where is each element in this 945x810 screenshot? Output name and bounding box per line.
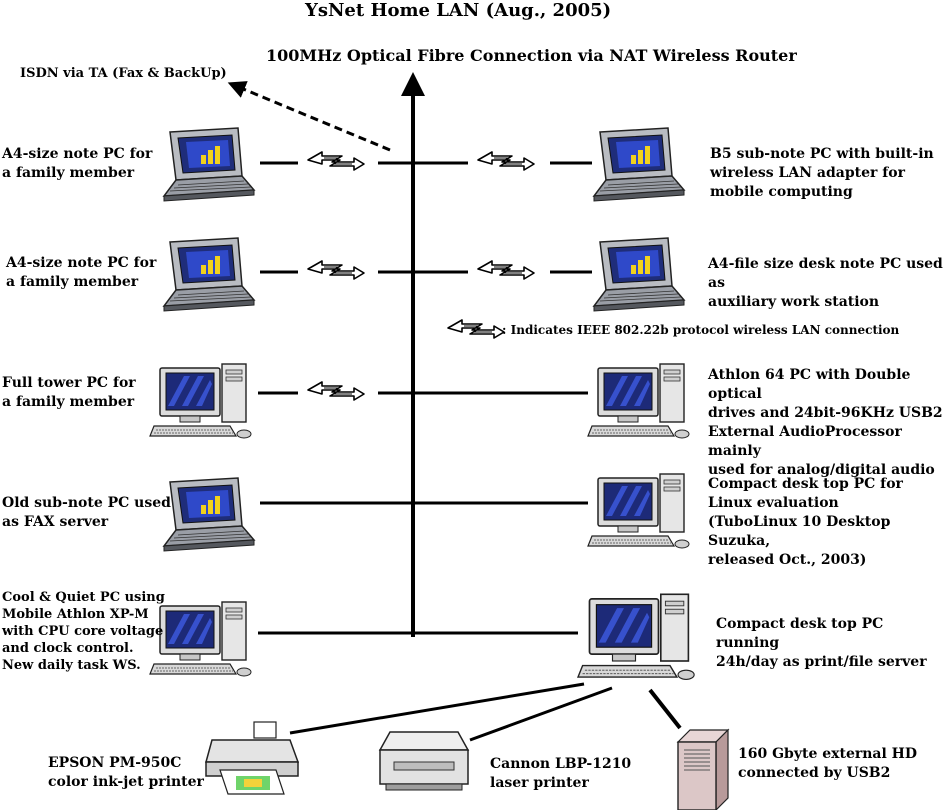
left-node-4-label: Old sub-note PC used as FAX server: [2, 495, 171, 530]
laser-printer-icon: [378, 731, 470, 791]
right-node-5-label: Compact desk top PC running 24h/day as p…: [716, 616, 927, 670]
wireless-icon: [477, 260, 535, 280]
isdn-label: ISDN via TA (Fax & BackUp): [20, 66, 227, 81]
right-node-3-label: Athlon 64 PC with Double optical drives …: [708, 367, 943, 478]
wireless-icon: [307, 151, 365, 171]
wireless-icon: [307, 381, 365, 401]
backbone-label: 100MHz Optical Fibre Connection via NAT …: [266, 46, 797, 65]
right-node-1-label: B5 sub-note PC with built-in wireless LA…: [710, 146, 934, 200]
desktop-pc-icon: [149, 363, 252, 439]
laptop-icon: [163, 477, 255, 552]
left-node-5-label: Cool & Quiet PC using Mobile Athlon XP-M…: [2, 590, 165, 673]
left-node-1-label: A4-size note PC for a family member: [2, 146, 153, 181]
legend-wireless-icon: [447, 319, 505, 339]
desktop-pc-icon: [587, 473, 690, 549]
left-node-2-label: A4-size note PC for a family member: [6, 255, 157, 290]
wireless-icon: [307, 260, 365, 280]
right-node-2-label: A4-file size desk note PC used as auxili…: [708, 256, 943, 310]
desktop-pc-icon: [587, 363, 690, 439]
laptop-icon: [163, 237, 255, 312]
desktop-pc-icon: [149, 601, 252, 677]
external-hd-icon: [676, 728, 730, 810]
right-node-4-label: Compact desk top PC for Linux evaluation…: [708, 476, 903, 568]
laser-printer-label: Cannon LBP-1210 laser printer: [490, 756, 632, 791]
external-hd-label: 160 Gbyte external HD connected by USB2: [738, 746, 918, 781]
laptop-icon: [593, 237, 685, 312]
link-inkjet: [289, 682, 585, 735]
link-hd: [648, 688, 682, 730]
diagram-title: YsNet Home LAN (Aug., 2005): [305, 0, 612, 21]
legend-label: : Indicates IEEE 802.22b protocol wirele…: [502, 323, 900, 337]
link-laser: [469, 686, 613, 742]
inkjet-printer-icon: [205, 721, 300, 795]
server-pc-icon: [577, 593, 696, 681]
wireless-icon: [477, 151, 535, 171]
isdn-link: [227, 81, 391, 152]
laptop-icon: [593, 127, 685, 202]
inkjet-printer-label: EPSON PM-950C color ink-jet printer: [48, 755, 204, 790]
left-node-3-label: Full tower PC for a family member: [2, 375, 136, 410]
laptop-icon: [163, 127, 255, 202]
